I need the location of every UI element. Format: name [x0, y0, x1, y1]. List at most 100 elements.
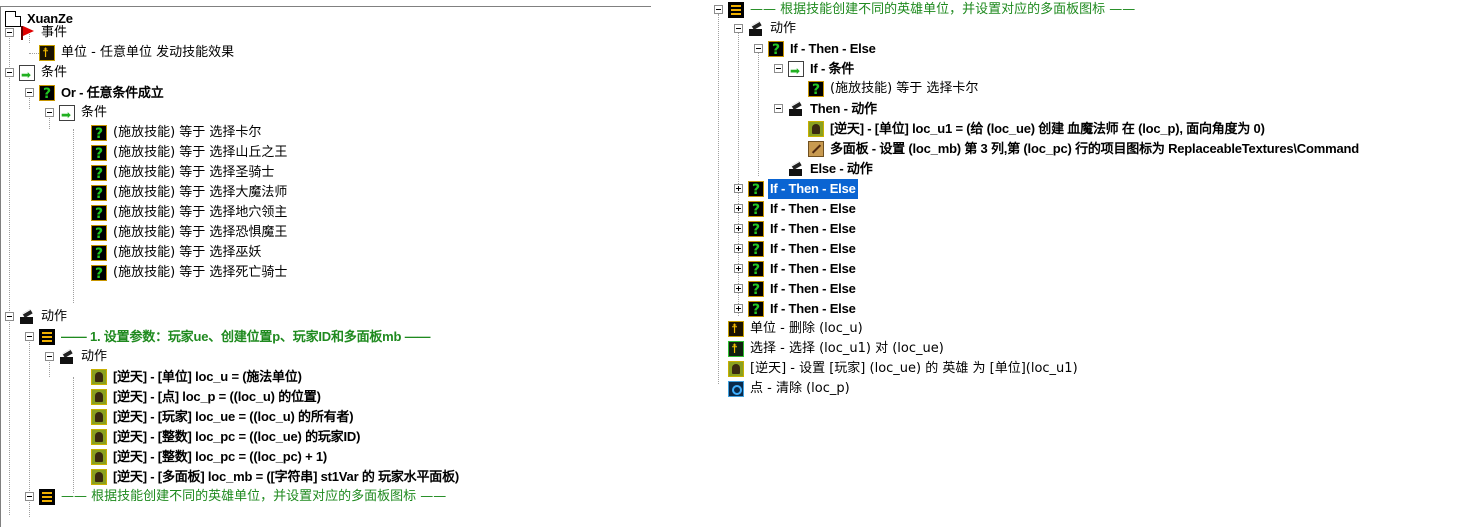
custom-action-icon	[91, 469, 107, 485]
expand-toggle[interactable]	[734, 264, 743, 273]
collapse-toggle[interactable]	[5, 28, 14, 37]
tree-node-condition[interactable]: (施放技能) 等于 选择卡尔	[91, 123, 263, 144]
tree-node-action[interactable]: 单位 - 删除 (loc_u)	[728, 319, 865, 340]
tree-node-if-then-else[interactable]: If - Then - Else	[748, 219, 858, 240]
tree-node-action[interactable]: 点 - 清除 (loc_p)	[728, 379, 852, 399]
tree-node-events[interactable]: 事件	[19, 23, 69, 43]
tree-node-if-then-else[interactable]: If - Then - Else	[748, 199, 858, 220]
expand-toggle[interactable]	[734, 204, 743, 213]
expand-toggle[interactable]	[734, 284, 743, 293]
tree-node-action[interactable]: [逆天] - [点] loc_p = ((loc_u) 的位置)	[91, 387, 323, 407]
tree-node-comment[interactable]: —— 1. 设置参数：玩家ue、创建位置p、玩家ID和多面板mb ——	[39, 327, 432, 347]
tree-node-conditions[interactable]: 条件	[19, 63, 69, 85]
comment-icon	[39, 489, 55, 505]
node-label: [逆天] - [整数] loc_pc = ((loc_ue) 的玩家ID)	[113, 429, 361, 444]
tree-node-actions[interactable]: 动作	[59, 347, 109, 367]
tree-node-action[interactable]: [逆天] - 设置 [玩家] (loc_ue) 的 英雄 为 [单位](loc_…	[728, 359, 1080, 379]
tree-node-if-then-else-selected[interactable]: If - Then - Else	[748, 179, 858, 200]
tree-node-action[interactable]: [逆天] - [单位] loc_u = (施法单位)	[91, 367, 304, 387]
node-label: Or - 任意条件成立	[61, 84, 164, 100]
action-icon	[748, 21, 764, 37]
custom-action-icon	[91, 449, 107, 465]
tree-node-condition[interactable]: (施放技能) 等于 选择巫妖	[91, 243, 263, 264]
tree-node-condition[interactable]: (施放技能) 等于 选择死亡骑士	[91, 263, 289, 284]
tree-node-event[interactable]: 单位 - 任意单位 发动技能效果	[39, 43, 236, 64]
collapse-toggle[interactable]	[5, 312, 14, 321]
condition-question-icon	[91, 224, 107, 244]
tree-node-condition[interactable]: (施放技能) 等于 选择卡尔	[808, 79, 980, 100]
tree-node-if-then-else[interactable]: If - Then - Else	[748, 239, 858, 260]
tree-node-condition[interactable]: (施放技能) 等于 选择地穴领主	[91, 203, 289, 224]
point-icon	[728, 381, 744, 397]
unit-icon	[39, 44, 55, 64]
collapse-toggle[interactable]	[734, 24, 743, 33]
collapse-toggle[interactable]	[774, 64, 783, 73]
collapse-toggle[interactable]	[25, 332, 34, 341]
collapse-toggle[interactable]	[754, 44, 763, 53]
tree-node-if-then-else[interactable]: If - Then - Else	[768, 39, 878, 60]
tree-node-comment[interactable]: —— 根据技能创建不同的英雄单位，并设置对应的多面板图标 ——	[39, 487, 448, 507]
trigger-tree-right[interactable]: —— 根据技能创建不同的英雄单位，并设置对应的多面板图标 —— 动作 If - …	[712, 0, 1472, 524]
node-label: [逆天] - [多面板] loc_mb = ([字符串] st1Var 的 玩家…	[113, 469, 459, 484]
condition-icon	[59, 105, 75, 125]
trigger-tree-left[interactable]: XuanZe 事件 单位 - 任意单位 发动技能效果 条件 Or - 任意条件成…	[0, 6, 651, 527]
expand-toggle[interactable]	[734, 184, 743, 193]
expand-toggle[interactable]	[734, 244, 743, 253]
tree-node-actions[interactable]: 动作	[748, 19, 798, 39]
tree-node-if-then-else[interactable]: If - Then - Else	[748, 259, 858, 280]
tree-node-comment[interactable]: —— 根据技能创建不同的英雄单位，并设置对应的多面板图标 ——	[728, 0, 1137, 20]
node-label: If - Then - Else	[770, 261, 856, 276]
tree-node-if[interactable]: If - 条件	[788, 59, 856, 81]
tree-node-action[interactable]: 多面板 - 设置 (loc_mb) 第 3 列,第 (loc_pc) 行的项目图…	[808, 139, 1361, 159]
node-label: (施放技能) 等于 选择圣骑士	[113, 165, 275, 180]
tree-node-else[interactable]: Else - 动作	[788, 159, 875, 179]
node-label: (施放技能) 等于 选择地穴领主	[113, 205, 288, 220]
condition-question-icon	[748, 180, 764, 200]
tree-node-then[interactable]: Then - 动作	[788, 99, 879, 119]
tree-node-or[interactable]: Or - 任意条件成立	[39, 83, 166, 104]
comment-text: —— 根据技能创建不同的英雄单位，并设置对应的多面板图标 ——	[750, 2, 1136, 17]
tree-node-condition[interactable]: (施放技能) 等于 选择恐惧魔王	[91, 223, 289, 244]
tree-node-action[interactable]: [逆天] - [整数] loc_pc = ((loc_ue) 的玩家ID)	[91, 427, 362, 447]
collapse-toggle[interactable]	[5, 68, 14, 77]
collapse-toggle[interactable]	[774, 104, 783, 113]
tree-node-or-conditions[interactable]: 条件	[59, 103, 109, 125]
custom-action-icon	[728, 361, 744, 377]
tree-node-action[interactable]: 选择 - 选择 (loc_u1) 对 (loc_ue)	[728, 339, 946, 360]
node-label: [逆天] - [点] loc_p = ((loc_u) 的位置)	[113, 389, 321, 404]
tree-node-condition[interactable]: (施放技能) 等于 选择大魔法师	[91, 183, 289, 204]
node-label: If - Then - Else	[768, 179, 858, 199]
tree-node-action[interactable]: [逆天] - [整数] loc_pc = ((loc_pc) + 1)	[91, 447, 329, 467]
tree-node-actions[interactable]: 动作	[19, 307, 69, 327]
trigger-name: XuanZe	[27, 11, 73, 26]
collapse-toggle[interactable]	[45, 352, 54, 361]
condition-question-icon	[748, 200, 764, 220]
node-label: [逆天] - [单位] loc_u = (施法单位)	[113, 369, 302, 384]
expand-toggle[interactable]	[25, 492, 34, 501]
tree-node-action[interactable]: [逆天] - [多面板] loc_mb = ([字符串] st1Var 的 玩家…	[91, 467, 461, 487]
node-label: 动作	[81, 349, 108, 364]
action-icon	[59, 349, 75, 365]
tree-node-if-then-else[interactable]: If - Then - Else	[748, 299, 858, 320]
tree-node-condition[interactable]: (施放技能) 等于 选择圣骑士	[91, 163, 276, 184]
node-label: (施放技能) 等于 选择恐惧魔王	[113, 225, 288, 240]
collapse-toggle[interactable]	[25, 88, 34, 97]
tree-root[interactable]: XuanZe	[5, 9, 75, 29]
collapse-toggle[interactable]	[714, 5, 723, 14]
node-label: Then - 动作	[810, 101, 877, 116]
collapse-toggle[interactable]	[45, 108, 54, 117]
node-label: (施放技能) 等于 选择死亡骑士	[113, 265, 288, 280]
multiboard-icon	[808, 141, 824, 157]
tree-node-if-then-else[interactable]: If - Then - Else	[748, 279, 858, 300]
tree-node-action[interactable]: [逆天] - [单位] loc_u1 = (给 (loc_ue) 创建 血魔法师…	[808, 119, 1267, 139]
tree-line	[29, 29, 30, 43]
tree-line	[49, 109, 50, 129]
tree-line	[73, 129, 74, 303]
node-label: 条件	[81, 105, 108, 120]
expand-toggle[interactable]	[734, 224, 743, 233]
node-label: If - Then - Else	[770, 201, 856, 216]
tree-node-action[interactable]: [逆天] - [玩家] loc_ue = ((loc_u) 的所有者)	[91, 407, 355, 427]
tree-node-condition[interactable]: (施放技能) 等于 选择山丘之王	[91, 143, 289, 164]
expand-toggle[interactable]	[734, 304, 743, 313]
custom-action-icon	[91, 429, 107, 445]
